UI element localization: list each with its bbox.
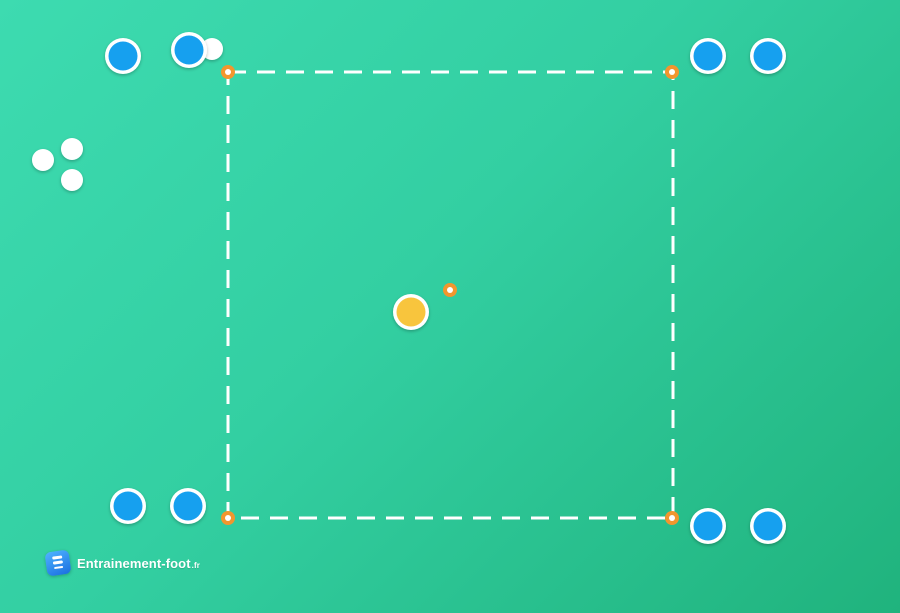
brand-logo[interactable]: Entrainement-foot.fr xyxy=(44,549,200,577)
cone-marker xyxy=(443,283,457,297)
cone-marker xyxy=(221,65,235,79)
entrainement-foot-logo-icon xyxy=(44,549,72,577)
blue-player xyxy=(110,488,146,524)
ball xyxy=(61,169,83,191)
blue-player xyxy=(750,508,786,544)
blue-player xyxy=(170,488,206,524)
yellow-player xyxy=(393,294,429,330)
blue-player-group xyxy=(105,32,786,544)
blue-player xyxy=(105,38,141,74)
ball xyxy=(32,149,54,171)
cone-marker xyxy=(665,65,679,79)
cone-marker xyxy=(665,511,679,525)
blue-player xyxy=(750,38,786,74)
blue-player xyxy=(690,508,726,544)
ball-group xyxy=(32,38,223,191)
blue-player xyxy=(171,32,207,68)
brand-name-text: Entrainement-foot xyxy=(77,555,191,571)
brand-domain-suffix: .fr xyxy=(191,560,200,570)
ball xyxy=(61,138,83,160)
cone-group xyxy=(221,65,679,525)
dashed-square-zone xyxy=(226,70,675,520)
blue-player xyxy=(690,38,726,74)
brand-name: Entrainement-foot.fr xyxy=(77,556,200,571)
ball xyxy=(201,38,223,60)
cone-marker xyxy=(221,511,235,525)
